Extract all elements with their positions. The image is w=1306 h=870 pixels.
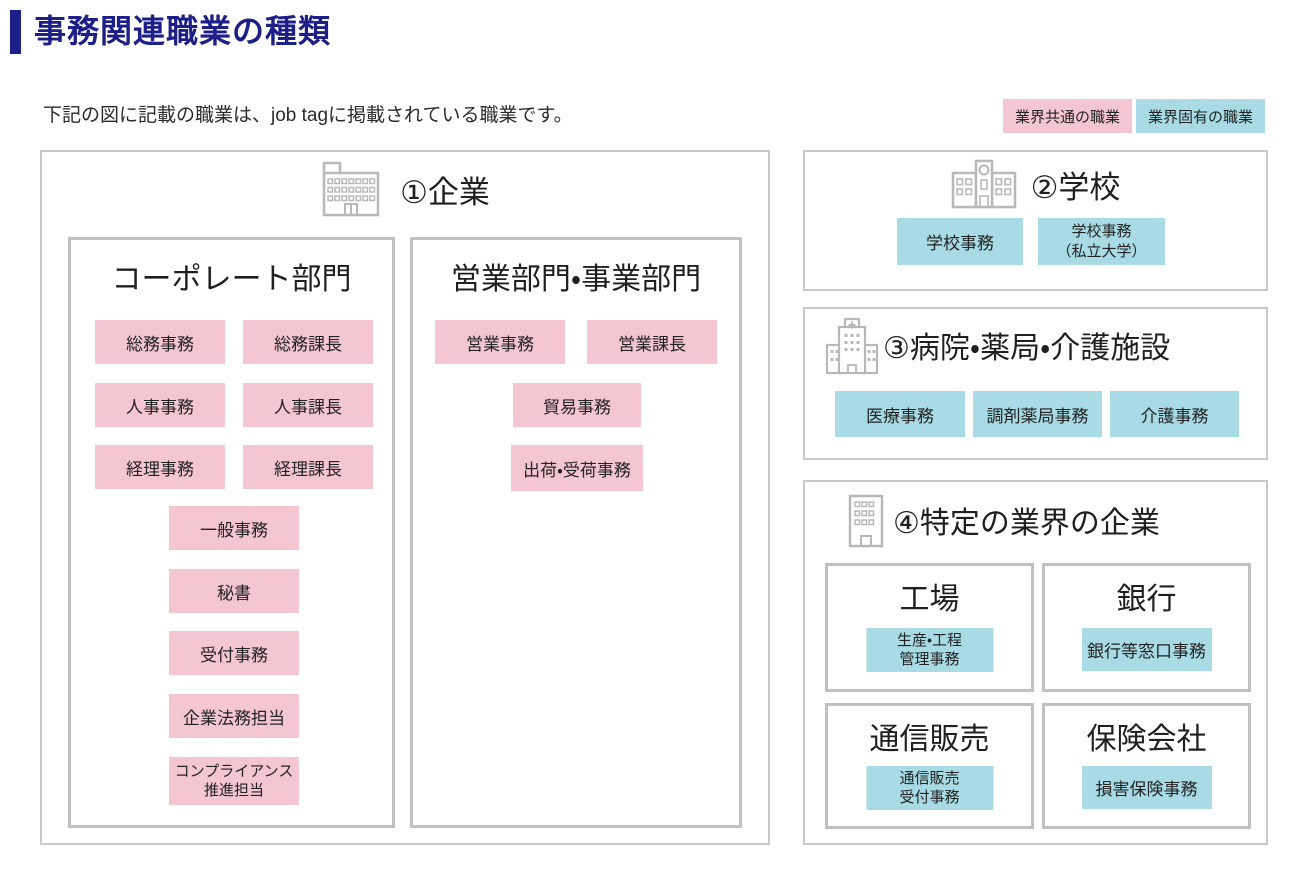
- chip-hr-manager: 人事課長: [243, 383, 373, 427]
- chip-school-clerk-private-university: 学校事務 （私立大学）: [1038, 218, 1165, 265]
- chip-trade-clerk: 貿易事務: [513, 383, 641, 427]
- chip-medical-clerk: 医療事務: [835, 391, 965, 437]
- section-hospital: ③病院・薬局・介護施設 医療事務 調剤薬局事務 介護事務: [803, 307, 1268, 460]
- office-building-icon: [847, 493, 885, 549]
- chip-receptionist-clerk: 受付事務: [169, 631, 299, 675]
- chip-accounting-manager: 経理課長: [243, 445, 373, 489]
- chip-production-process-management-clerk: 生産・工程 管理事務: [866, 628, 993, 672]
- chip-accounting-clerk: 経理事務: [95, 445, 225, 489]
- chip-general-affairs-manager: 総務課長: [243, 320, 373, 364]
- section-company-header: ①企業: [42, 160, 768, 218]
- chip-general-affairs-clerk: 総務事務: [95, 320, 225, 364]
- legend-common-occupations: 業界共通の職業: [1003, 99, 1132, 133]
- page-title: 事務関連職業の種類: [34, 13, 332, 49]
- section-company: ①企業 コーポレート部門 総務事務 総務課長 人事事務 人事課長 経理事務 経理…: [40, 150, 770, 845]
- chip-care-clerk: 介護事務: [1110, 391, 1239, 437]
- hospital-building-icon: [825, 317, 879, 375]
- chip-sales-manager: 営業課長: [587, 320, 717, 364]
- chip-hr-clerk: 人事事務: [95, 383, 225, 427]
- section-school-title: ②学校: [1030, 169, 1121, 205]
- chip-secretary: 秘書: [169, 569, 299, 613]
- chip-corporate-legal-staff: 企業法務担当: [169, 694, 299, 738]
- insurance-company-box: 保険会社 損害保険事務: [1042, 703, 1251, 829]
- page-subtitle: 下記の図に記載の職業は、job tagに掲載されている職業です。: [43, 105, 573, 126]
- corporate-department-box: コーポレート部門 総務事務 総務課長 人事事務 人事課長 経理事務 経理課長 一…: [68, 237, 395, 828]
- chip-non-life-insurance-clerk: 損害保険事務: [1081, 766, 1212, 809]
- school-building-icon: [951, 158, 1017, 210]
- chip-general-office-clerk: 一般事務: [169, 506, 299, 550]
- section-school: ②学校 学校事務 学校事務 （私立大学）: [803, 150, 1268, 291]
- chip-bank-teller-clerk: 銀行等窓口事務: [1081, 628, 1212, 671]
- chip-compliance-promotion-staff: コンプライアンス 推進担当: [169, 757, 299, 805]
- section-company-title: ①企業: [400, 174, 490, 210]
- chip-sales-clerk: 営業事務: [435, 320, 565, 364]
- insurance-company-title: 保険会社: [1086, 723, 1207, 756]
- section-hospital-title: ③病院・薬局・介護施設: [883, 332, 1171, 365]
- sales-business-department-box: 営業部門・事業部門 営業事務 営業課長 貿易事務 出荷・受荷事務: [410, 237, 742, 828]
- factory-box: 工場 生産・工程 管理事務: [825, 563, 1034, 692]
- bank-title: 銀行: [1116, 583, 1177, 616]
- section-school-header: ②学校: [805, 158, 1266, 210]
- company-building-icon: [320, 160, 382, 218]
- chip-school-clerk: 学校事務: [897, 218, 1023, 265]
- bank-box: 銀行 銀行等窓口事務: [1042, 563, 1251, 692]
- corporate-department-title: コーポレート部門: [111, 263, 352, 296]
- sales-business-department-title: 営業部門・事業部門: [450, 263, 702, 296]
- mail-order-box: 通信販売 通信販売 受付事務: [825, 703, 1034, 829]
- factory-title: 工場: [899, 583, 960, 616]
- chip-shipping-receiving-clerk: 出荷・受荷事務: [511, 445, 643, 491]
- section-specific-industry: ④特定の業界の企業 工場 生産・工程 管理事務 銀行 銀行等窓口事務 通信販売 …: [803, 480, 1268, 845]
- title-accent-bar: [10, 10, 21, 54]
- chip-mail-order-reception-clerk: 通信販売 受付事務: [866, 766, 993, 810]
- chip-pharmacy-clerk: 調剤薬局事務: [973, 391, 1102, 437]
- mail-order-title: 通信販売: [869, 723, 990, 756]
- legend-industry-specific-occupations: 業界固有の職業: [1136, 99, 1265, 133]
- section-specific-industry-title: ④特定の業界の企業: [893, 507, 1160, 540]
